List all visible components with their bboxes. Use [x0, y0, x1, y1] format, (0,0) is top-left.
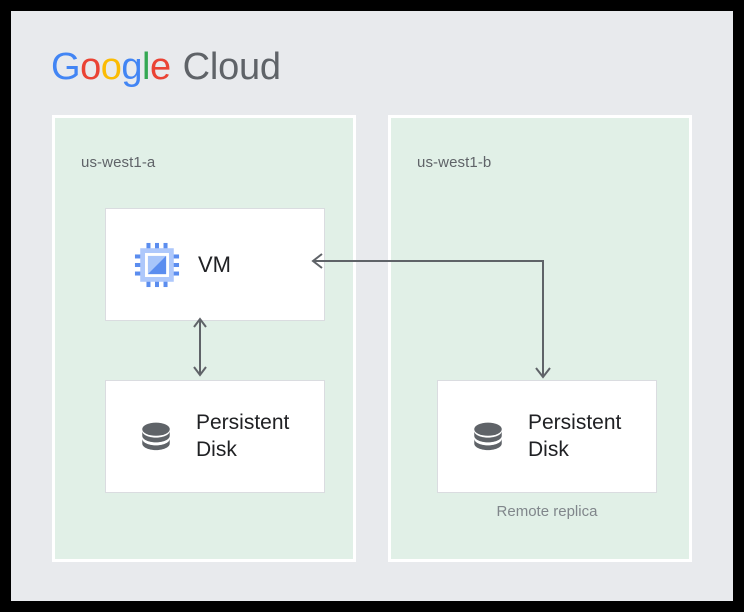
logo-letter-o1: o — [80, 46, 101, 88]
node-vm[interactable]: VM — [105, 208, 325, 321]
remote-replica-caption: Remote replica — [496, 503, 598, 520]
cpu-chip-icon — [134, 242, 180, 287]
logo-word-cloud: Cloud — [182, 46, 281, 88]
node-persistent-disk-a[interactable]: Persistent Disk — [105, 380, 325, 493]
zone-us-west1-b: us-west1-b Persistent Disk Remote replic… — [388, 115, 692, 562]
node-persistent-disk-b-label: Persistent Disk — [528, 411, 622, 461]
logo-letter-g2: g — [121, 46, 142, 88]
logo-letter-g1: G — [51, 46, 81, 88]
persistent-disk-icon — [474, 422, 502, 450]
zone-us-west1-a: us-west1-a — [52, 115, 356, 562]
node-persistent-disk-b[interactable]: Persistent Disk — [437, 380, 657, 493]
logo-letter-e: e — [149, 46, 171, 88]
persistent-disk-icon — [142, 422, 170, 450]
logo-letter-l: l — [141, 46, 150, 88]
node-vm-label: VM — [198, 251, 231, 277]
logo-letter-o2: o — [100, 46, 122, 88]
zone-label-b: us-west1-b — [417, 154, 492, 171]
node-persistent-disk-a-label: Persistent Disk — [196, 411, 290, 461]
zone-label-a: us-west1-a — [81, 154, 156, 171]
